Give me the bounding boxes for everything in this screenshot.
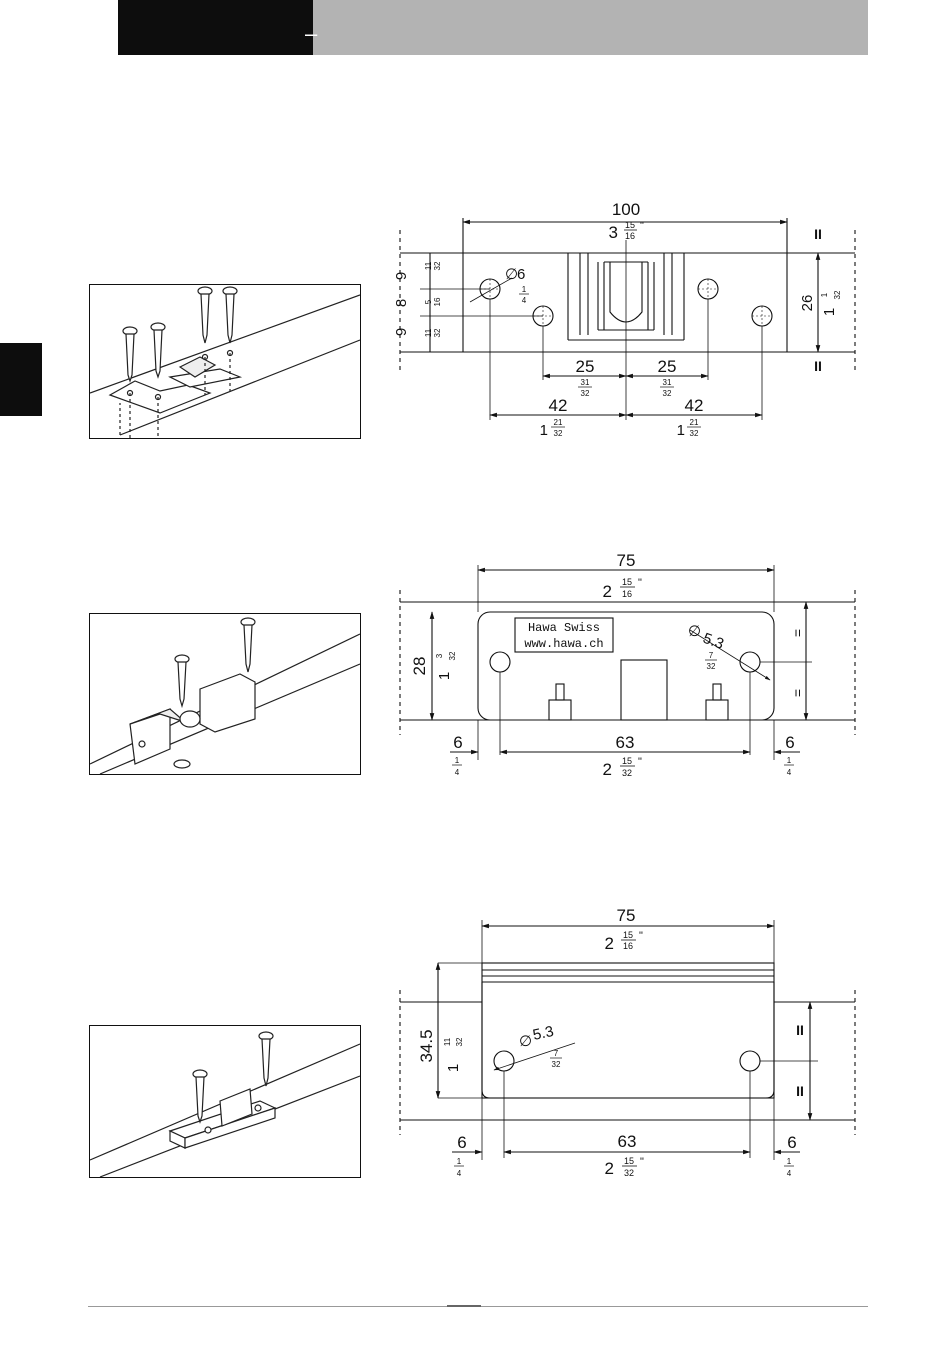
svg-text:=: =: [790, 629, 806, 637]
svg-text:9: 9: [393, 272, 410, 280]
svg-text:32: 32: [690, 429, 699, 438]
svg-text:": ": [638, 577, 642, 589]
svg-text:75: 75: [617, 906, 636, 925]
svg-text:3: 3: [435, 653, 444, 658]
svg-text:32: 32: [455, 1037, 464, 1046]
drawing-3-bracket: [400, 920, 855, 1160]
svg-text:4: 4: [457, 1169, 462, 1178]
svg-text:6: 6: [453, 733, 462, 752]
svg-text:1: 1: [540, 422, 548, 439]
svg-text:32: 32: [554, 429, 563, 438]
svg-text:2: 2: [605, 934, 614, 953]
svg-text:Hawa Swiss: Hawa Swiss: [528, 621, 600, 635]
svg-text:2: 2: [603, 582, 612, 601]
svg-text:32: 32: [581, 389, 590, 398]
svg-text:42: 42: [549, 396, 568, 415]
svg-text:32: 32: [707, 662, 716, 671]
svg-text:3: 3: [609, 223, 618, 242]
svg-text:∅: ∅: [519, 1033, 532, 1050]
svg-text:32: 32: [624, 1168, 634, 1178]
svg-text:6: 6: [457, 1133, 466, 1152]
svg-text:75: 75: [617, 551, 636, 570]
svg-text:11: 11: [424, 261, 433, 270]
svg-text:4: 4: [787, 1169, 792, 1178]
svg-text:": ": [640, 1156, 644, 1168]
svg-text:16: 16: [623, 941, 633, 951]
svg-text:15: 15: [622, 756, 632, 766]
svg-text:6: 6: [787, 1133, 796, 1152]
svg-text:4: 4: [522, 296, 527, 305]
svg-text:11: 11: [443, 1037, 452, 1046]
svg-text:1: 1: [820, 292, 829, 297]
svg-text:1: 1: [677, 422, 685, 439]
svg-text:2: 2: [603, 760, 612, 779]
svg-text:=: =: [790, 689, 806, 697]
svg-text:16: 16: [622, 589, 632, 599]
svg-text:1: 1: [787, 756, 792, 765]
svg-text:25: 25: [576, 357, 595, 376]
svg-text:63: 63: [616, 733, 635, 752]
svg-text:15: 15: [622, 577, 632, 587]
footer-rule-accent: [447, 1305, 481, 1307]
svg-text:": ": [638, 756, 642, 768]
svg-text:32: 32: [433, 261, 442, 270]
svg-text:2: 2: [605, 1159, 614, 1178]
svg-text:II: II: [814, 226, 822, 242]
svg-text:7: 7: [709, 651, 714, 660]
svg-text:1: 1: [445, 1064, 462, 1072]
svg-text:32: 32: [622, 768, 632, 778]
svg-text:1: 1: [787, 1157, 792, 1166]
svg-text:9: 9: [393, 328, 410, 336]
svg-text:www.hawa.ch: www.hawa.ch: [524, 637, 603, 651]
svg-text:1: 1: [455, 756, 460, 765]
svg-text:21: 21: [554, 418, 563, 427]
svg-text:16: 16: [433, 297, 442, 306]
svg-text:25: 25: [658, 357, 677, 376]
svg-text:15: 15: [625, 220, 635, 230]
svg-text:32: 32: [663, 389, 672, 398]
svg-text:32: 32: [552, 1060, 561, 1069]
drawing-1-plate: [400, 218, 855, 420]
svg-text:4: 4: [455, 768, 460, 777]
svg-text:II: II: [796, 1022, 804, 1038]
svg-text:7: 7: [554, 1049, 559, 1058]
svg-text:21: 21: [690, 418, 699, 427]
svg-text:31: 31: [581, 378, 590, 387]
svg-text:15: 15: [623, 930, 633, 940]
svg-text:63: 63: [618, 1132, 637, 1151]
svg-text:6: 6: [785, 733, 794, 752]
svg-text:II: II: [814, 358, 822, 374]
svg-text:8: 8: [393, 299, 410, 307]
svg-text:5: 5: [424, 299, 433, 304]
svg-text:16: 16: [625, 231, 635, 241]
svg-text:": ": [640, 220, 644, 232]
svg-text:26: 26: [799, 295, 816, 312]
svg-text:28: 28: [410, 657, 429, 676]
svg-text:34.5: 34.5: [417, 1029, 436, 1062]
svg-text:31: 31: [663, 378, 672, 387]
svg-text:": ": [639, 930, 643, 942]
svg-text:1: 1: [436, 672, 453, 680]
svg-text:11: 11: [424, 328, 433, 337]
svg-text:1: 1: [522, 285, 527, 294]
svg-text:32: 32: [433, 328, 442, 337]
svg-text:32: 32: [833, 290, 842, 299]
svg-text:1: 1: [821, 308, 838, 316]
svg-text:32: 32: [448, 651, 457, 660]
svg-text:1: 1: [457, 1157, 462, 1166]
svg-text:II: II: [796, 1083, 804, 1099]
svg-text:6: 6: [517, 266, 525, 283]
svg-text:15: 15: [624, 1156, 634, 1166]
svg-text:∅: ∅: [688, 623, 701, 640]
svg-text:100: 100: [612, 200, 640, 219]
svg-text:4: 4: [787, 768, 792, 777]
svg-text:42: 42: [685, 396, 704, 415]
